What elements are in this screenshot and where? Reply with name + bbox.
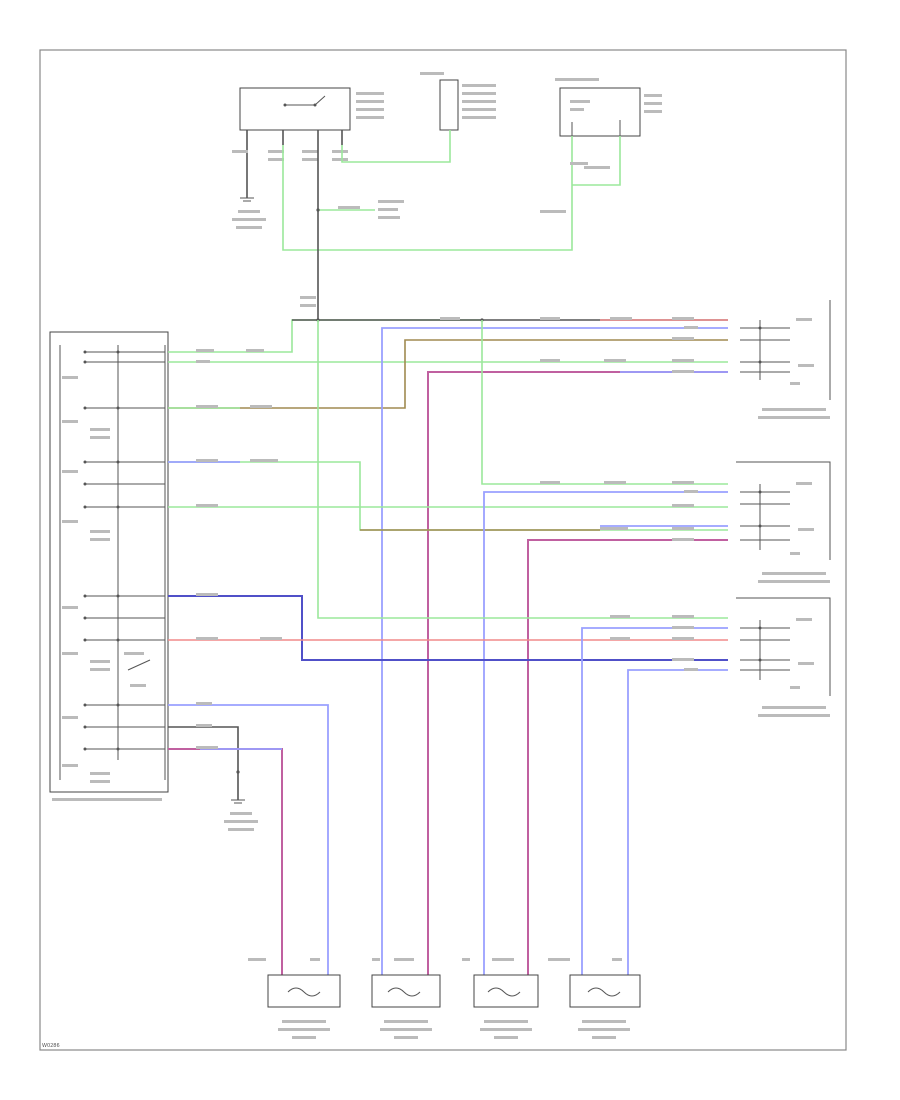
left-front-window-motor bbox=[248, 958, 341, 1039]
left-rear-window-switch bbox=[740, 300, 831, 419]
wire-rf-motor-b bbox=[627, 669, 728, 975]
right-front-window-motor bbox=[548, 958, 641, 1039]
hot-at-all-times-box bbox=[555, 78, 662, 137]
ground-symbol-bottom bbox=[224, 770, 258, 831]
right-front-window-switch bbox=[736, 597, 831, 717]
wire-rr-motor-b bbox=[527, 539, 728, 975]
left-rear-window-motor bbox=[371, 958, 441, 1039]
wire-ms-596 bbox=[168, 595, 728, 661]
wire-hot-feed bbox=[572, 136, 621, 186]
wire-relay-feed bbox=[282, 136, 573, 251]
wire-relay-to-fuse bbox=[341, 130, 451, 163]
wire-lf-motor-a bbox=[381, 327, 728, 975]
wire-tags bbox=[196, 317, 698, 749]
wire-rf-motor-a bbox=[581, 627, 728, 975]
wire-ms-462 bbox=[168, 461, 728, 531]
power-window-master-switch bbox=[49, 331, 169, 801]
wire-ms-749 bbox=[168, 748, 283, 975]
ground-symbol-top bbox=[232, 185, 266, 229]
wire-lr-motor-a bbox=[427, 371, 728, 975]
diagram-frame bbox=[39, 49, 847, 1051]
wire-ms-352 bbox=[168, 319, 480, 353]
right-rear-window-switch bbox=[736, 461, 831, 583]
footer-code: W0286 bbox=[42, 1043, 60, 1049]
wire-bus-to-rr bbox=[481, 320, 728, 485]
wire-ms-705 bbox=[168, 704, 329, 975]
wire-rr-motor-a bbox=[483, 491, 728, 975]
relay-pins bbox=[232, 130, 348, 185]
fuse-block bbox=[420, 72, 496, 131]
wire-ms-408 bbox=[168, 339, 728, 409]
right-rear-window-motor bbox=[462, 958, 539, 1039]
wire-ms-727 bbox=[168, 726, 239, 800]
power-window-relay bbox=[239, 87, 384, 131]
wire-bus-to-rf bbox=[317, 320, 728, 619]
